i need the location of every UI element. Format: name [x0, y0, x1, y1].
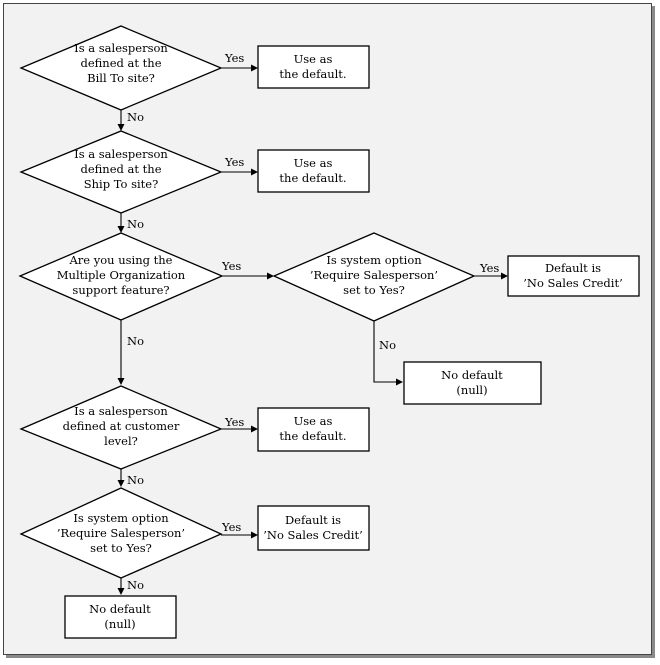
outcome-text-line: No default: [89, 602, 151, 616]
decision-text-line: ’Require Salesperson’: [57, 526, 185, 540]
edge-label-yes: Yes: [224, 51, 244, 65]
edge-label-no: No: [127, 110, 144, 124]
decision-text-line: Ship To site?: [84, 177, 159, 191]
decision-ship-to-site: Is a salesperson defined at the Ship To …: [19, 130, 223, 214]
edge-label-yes: Yes: [224, 415, 244, 429]
outcome-no-default: No default (null): [64, 595, 177, 639]
outcome-text-line: Use as: [294, 414, 333, 428]
decision-text-line: defined at the: [80, 162, 161, 176]
outcome-text-line: ’No Sales Credit’: [263, 528, 363, 542]
decision-text-line: Are you using the: [69, 253, 173, 267]
arrowhead: [501, 272, 508, 280]
arrowhead: [117, 378, 125, 385]
arrowhead: [117, 124, 125, 131]
outcome-text-line: the default.: [279, 171, 346, 185]
edge-label-yes: Yes: [479, 261, 499, 275]
arrowhead: [396, 378, 403, 386]
edge-label-no: No: [127, 217, 144, 231]
decision-text-line: Is a salesperson: [74, 41, 168, 55]
arrowhead: [251, 64, 258, 72]
decision-text-line: Is system option: [73, 511, 169, 525]
decision-text-line: Multiple Organization: [57, 268, 186, 282]
decision-text-line: support feature?: [72, 283, 169, 297]
decision-require-salesperson: Is system option ’Require Salesperson’ s…: [19, 487, 223, 579]
outcome-text-line: (null): [456, 383, 487, 397]
outcome-text-line: ’No Sales Credit’: [523, 276, 623, 290]
edge-label-no: No: [127, 578, 144, 592]
decision-diamond: [19, 25, 223, 111]
arrowhead: [251, 168, 258, 176]
outcome-box: [257, 149, 370, 193]
arrowhead: [117, 480, 125, 487]
edge-label-yes: Yes: [224, 155, 244, 169]
decision-text-line: level?: [104, 434, 138, 448]
outcome-text-line: Default is: [545, 261, 601, 275]
arrowhead: [117, 588, 125, 595]
decision-text-line: Is a salesperson: [74, 404, 168, 418]
outcome-no-sales-credit: Default is ’No Sales Credit’: [257, 505, 370, 551]
decision-diamond: [272, 232, 476, 322]
edge-label-no: No: [127, 473, 144, 487]
outcome-text-line: Use as: [294, 156, 333, 170]
outcome-no-sales-credit-multi-org: Default is ’No Sales Credit’: [507, 255, 640, 297]
outcome-use-default-ship-to: Use as the default.: [257, 149, 370, 193]
connectors: [117, 64, 508, 595]
outcome-box: [257, 505, 370, 551]
arrowhead: [251, 531, 258, 539]
arrowhead: [117, 226, 125, 233]
edge-label-no: No: [379, 338, 396, 352]
outcome-box: [257, 407, 370, 452]
decision-text-line: Is system option: [326, 253, 422, 267]
edge-label-yes: Yes: [221, 520, 241, 534]
outcome-box: [64, 595, 177, 639]
decision-multi-org: Are you using the Multiple Organization …: [18, 232, 224, 321]
outcome-use-default-customer: Use as the default.: [257, 407, 370, 452]
edge-d4-no: [373, 321, 397, 383]
edge-label-yes: Yes: [221, 259, 241, 273]
edge-labels: Yes No Yes No Yes Yes No No Yes No Yes N…: [127, 51, 499, 592]
arrowhead: [267, 272, 274, 280]
decision-bill-to-site: Is a salesperson defined at the Bill To …: [19, 25, 223, 111]
decision-diamond: [18, 232, 224, 321]
decision-diamond: [19, 385, 223, 470]
decision-diamond: [19, 487, 223, 579]
decision-text-line: defined at the: [80, 56, 161, 70]
outcome-text-line: No default: [441, 368, 503, 382]
outcome-use-default-bill-to: Use as the default.: [257, 45, 370, 89]
decision-require-salesperson-multi-org: Is system option ’Require Salesperson’ s…: [272, 232, 476, 322]
outcome-box: [257, 45, 370, 89]
outcome-text-line: the default.: [279, 67, 346, 81]
outcome-no-default-multi-org: No default (null): [403, 361, 542, 405]
outcome-text-line: Default is: [285, 513, 341, 527]
decision-text-line: set to Yes?: [90, 541, 152, 555]
arrowhead: [251, 425, 258, 433]
outcome-text-line: (null): [104, 617, 135, 631]
decision-text-line: Is a salesperson: [74, 147, 168, 161]
outcome-text-line: the default.: [279, 429, 346, 443]
decision-text-line: Bill To site?: [87, 71, 155, 85]
outcome-box: [507, 255, 640, 297]
outcome-text-line: Use as: [294, 52, 333, 66]
edge-label-no: No: [127, 334, 144, 348]
decision-customer-level: Is a salesperson defined at customer lev…: [19, 385, 223, 470]
decision-text-line: set to Yes?: [343, 283, 405, 297]
decision-text-line: ’Require Salesperson’: [310, 268, 438, 282]
decision-diamond: [19, 130, 223, 214]
decision-text-line: defined at customer: [63, 419, 180, 433]
outcome-box: [403, 361, 542, 405]
